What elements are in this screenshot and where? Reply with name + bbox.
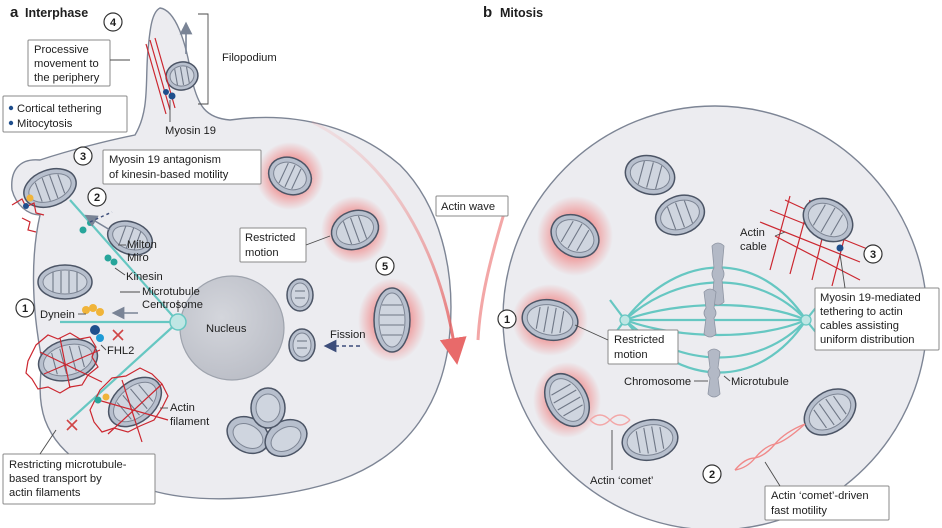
label-microtubule-a: Microtubule bbox=[120, 286, 200, 298]
svg-text:Cortical tethering: Cortical tethering bbox=[17, 103, 102, 115]
svg-text:tethering to actin: tethering to actin bbox=[820, 306, 903, 318]
label-centrosome: Centrosome bbox=[142, 299, 203, 312]
label-kinesin: Kinesin bbox=[114, 267, 163, 283]
svg-text:1: 1 bbox=[22, 303, 28, 315]
svg-text:Actin: Actin bbox=[170, 402, 195, 414]
svg-text:motion: motion bbox=[614, 349, 648, 361]
svg-text:motion: motion bbox=[245, 247, 279, 259]
svg-text:based transport by: based transport by bbox=[9, 473, 102, 485]
svg-text:Mitocytosis: Mitocytosis bbox=[17, 118, 73, 130]
svg-text:Restricted: Restricted bbox=[614, 334, 664, 346]
svg-text:of kinesin-based motility: of kinesin-based motility bbox=[109, 169, 229, 181]
svg-text:FHL2: FHL2 bbox=[107, 345, 134, 357]
callout-myosin-tether: Myosin 19-mediated tethering to actin ca… bbox=[814, 253, 940, 351]
svg-text:fast motility: fast motility bbox=[771, 505, 827, 517]
svg-text:Milton: Milton bbox=[127, 239, 157, 251]
svg-text:Actin ‘comet’: Actin ‘comet’ bbox=[590, 475, 653, 487]
callout-comet-driven: Actin ‘comet’-driven fast motility bbox=[764, 461, 890, 521]
svg-text:Restricting microtubule-: Restricting microtubule- bbox=[9, 459, 127, 471]
svg-text:Myosin 19: Myosin 19 bbox=[165, 125, 216, 137]
motor-proteins-a bbox=[23, 89, 176, 404]
svg-text:movement to: movement to bbox=[34, 58, 99, 70]
svg-text:3: 3 bbox=[80, 151, 86, 163]
svg-text:2: 2 bbox=[94, 192, 100, 204]
callout-antagonism: Myosin 19 antagonism of kinesin-based mo… bbox=[102, 149, 262, 185]
svg-text:Actin: Actin bbox=[740, 227, 765, 239]
svg-text:Actin wave: Actin wave bbox=[441, 201, 495, 213]
svg-text:Myosin 19 antagonism: Myosin 19 antagonism bbox=[109, 154, 221, 166]
badge-b3: 3 bbox=[863, 244, 883, 264]
svg-text:1: 1 bbox=[504, 314, 510, 326]
panel-a-letter: a bbox=[10, 4, 19, 21]
label-microtubule-b: Microtubule bbox=[723, 375, 789, 388]
label-actin-filament: Actin filament bbox=[160, 402, 210, 428]
svg-text:4: 4 bbox=[110, 17, 117, 29]
chromosomes bbox=[703, 242, 725, 398]
panel-b-letter: b bbox=[483, 4, 492, 21]
actin-filaments-a bbox=[11, 37, 176, 443]
svg-text:5: 5 bbox=[382, 261, 388, 273]
svg-text:uniform distribution: uniform distribution bbox=[820, 334, 915, 346]
svg-text:Chromosome: Chromosome bbox=[624, 376, 691, 388]
svg-text:Microtubule: Microtubule bbox=[142, 286, 200, 298]
svg-text:Miro: Miro bbox=[127, 252, 149, 264]
label-chromosome: Chromosome bbox=[624, 376, 708, 388]
svg-text:Centrosome: Centrosome bbox=[142, 299, 203, 311]
callout-filopodium: Filopodium bbox=[198, 13, 277, 105]
myosin-b bbox=[836, 244, 844, 252]
label-milton-miro: Milton Miro bbox=[118, 239, 157, 264]
label-fhl2: FHL2 bbox=[100, 344, 134, 357]
svg-text:Microtubule: Microtubule bbox=[731, 376, 789, 388]
panel-b-title: Mitosis bbox=[500, 6, 543, 20]
svg-text:Myosin 19-mediated: Myosin 19-mediated bbox=[820, 292, 921, 304]
callout-myosin19-filo: Myosin 19 bbox=[165, 100, 216, 137]
actin-wave: Actin wave bbox=[311, 120, 509, 365]
badge-a1: 1 bbox=[15, 298, 35, 318]
callout-cortical: Cortical tethering Mitocytosis bbox=[2, 95, 128, 133]
badge-a2: 2 bbox=[87, 187, 107, 207]
svg-text:Actin ‘comet’-driven: Actin ‘comet’-driven bbox=[771, 490, 869, 502]
svg-text:actin filaments: actin filaments bbox=[9, 487, 81, 499]
svg-text:cables assisting: cables assisting bbox=[820, 320, 899, 332]
svg-text:3: 3 bbox=[870, 249, 876, 261]
badge-b1: 1 bbox=[497, 309, 517, 329]
svg-text:Filopodium: Filopodium bbox=[222, 52, 277, 64]
svg-text:the periphery: the periphery bbox=[34, 72, 100, 84]
mitochondria-b bbox=[521, 154, 857, 462]
callout-restricting: Restricting microtubule- based transport… bbox=[2, 429, 156, 505]
fission-label: Fission bbox=[330, 329, 365, 341]
badge-b2: 2 bbox=[702, 464, 722, 484]
label-actin-comet: Actin ‘comet’ bbox=[590, 430, 653, 487]
callout-restricted-a: Restricted motion bbox=[239, 227, 331, 263]
callout-restricted-b: Restricted motion bbox=[574, 324, 679, 365]
badge-a4: 4 bbox=[103, 12, 123, 32]
svg-text:Dynein: Dynein bbox=[40, 309, 75, 321]
panel-a-title: Interphase bbox=[25, 6, 88, 20]
callout-processive: Processive movement to the periphery bbox=[27, 39, 130, 87]
badge-a5: 5 bbox=[375, 256, 395, 276]
svg-text:2: 2 bbox=[709, 469, 715, 481]
nucleus-label: Nucleus bbox=[206, 323, 247, 335]
svg-text:Kinesin: Kinesin bbox=[126, 271, 163, 283]
mitochondria-a bbox=[23, 61, 411, 458]
centrosome bbox=[169, 313, 187, 331]
arrows-a bbox=[66, 21, 360, 431]
panel-a: 4 3 2 1 5 a Interphase Processive moveme… bbox=[2, 4, 452, 505]
label-dynein: Dynein bbox=[40, 309, 86, 321]
svg-text:Processive: Processive bbox=[34, 44, 89, 56]
svg-text:cable: cable bbox=[740, 241, 767, 253]
svg-text:Restricted: Restricted bbox=[245, 232, 295, 244]
actin-comets bbox=[589, 414, 806, 471]
svg-text:filament: filament bbox=[170, 416, 210, 428]
panel-b: 3 1 2 b Mitosis Actin cable Myosin 19-me… bbox=[483, 4, 940, 528]
label-actin-cable: Actin cable bbox=[740, 227, 786, 253]
badge-a3: 3 bbox=[73, 146, 93, 166]
